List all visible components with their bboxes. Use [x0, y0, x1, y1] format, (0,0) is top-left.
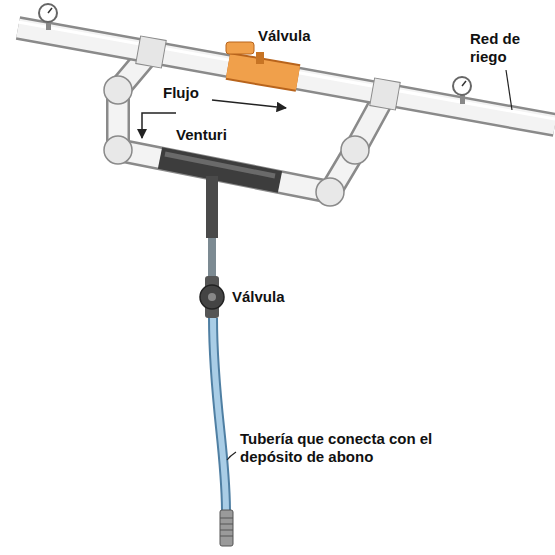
main-pipe-outline [18, 28, 555, 125]
bypass-pipe [118, 52, 385, 192]
valve-label: Válvula [258, 27, 348, 45]
tube-outline [213, 318, 226, 512]
valve-stem [256, 52, 264, 64]
tee-fitting [370, 78, 400, 110]
main-pipe-highlight [18, 22, 555, 119]
elbow [341, 136, 369, 164]
gauge-needle [48, 8, 52, 13]
network-label: Red de riego [470, 30, 540, 66]
flow-arrow [142, 113, 176, 138]
bypass-pipe-outline [118, 52, 385, 192]
gauge-needle [462, 81, 466, 86]
valve-stem [208, 293, 216, 301]
main-valve-outline [228, 66, 298, 78]
tube [213, 318, 226, 512]
valve-label: Válvula [232, 288, 322, 306]
venturi-label: Venturi [176, 126, 256, 144]
tube-label: Tubería que conecta con el depósito de a… [240, 430, 470, 466]
pressure-gauge [39, 4, 57, 22]
venturi-tee [206, 176, 218, 238]
elbow [104, 76, 132, 104]
strainer-grid [220, 518, 233, 536]
fitting [208, 238, 216, 278]
venturi-body [160, 158, 280, 182]
flow-label: Flujo [163, 84, 223, 102]
main-pipe [18, 28, 555, 125]
leader-line [506, 70, 512, 110]
venturi-highlight [165, 154, 275, 176]
valve-handle [226, 42, 254, 54]
elbow [104, 136, 132, 164]
valve-ball [200, 285, 224, 309]
flow-arrow [212, 100, 286, 108]
main-valve [228, 66, 298, 78]
leader-line [227, 452, 236, 460]
tube-strainer [220, 510, 233, 546]
pressure-gauge [453, 77, 471, 95]
elbow [316, 178, 344, 206]
tee-fitting [136, 36, 166, 68]
